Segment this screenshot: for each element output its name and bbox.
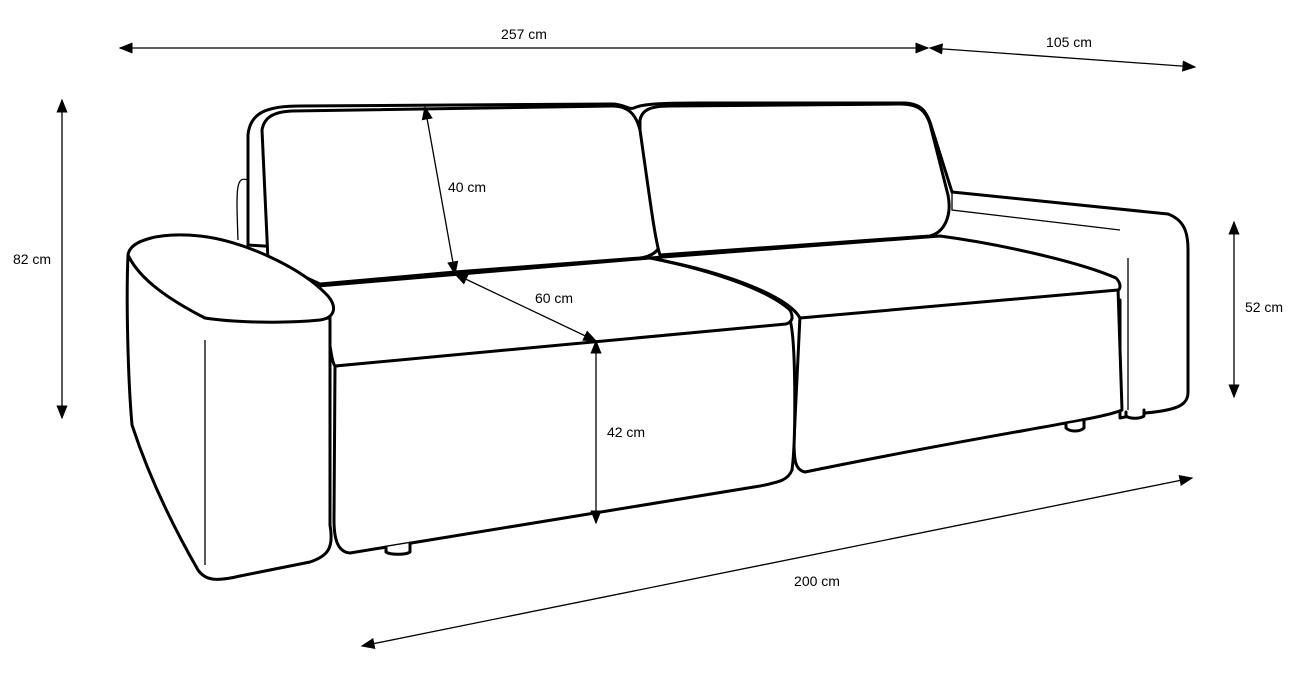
dim-line-seat-depth xyxy=(453,273,598,342)
left-arm-top xyxy=(126,233,336,324)
label-seat-width: 200 cm xyxy=(794,573,840,589)
foot xyxy=(1064,419,1086,433)
dim-line-depth xyxy=(928,43,1197,72)
foot xyxy=(1124,408,1146,420)
label-armrest-height: 52 cm xyxy=(1244,299,1284,315)
seat-front-right xyxy=(792,286,1124,474)
dim-line-backrest xyxy=(421,105,459,276)
label-seat-height: 42 cm xyxy=(606,424,646,440)
back-cushion-right xyxy=(638,102,951,257)
dim-line-seat-width xyxy=(360,475,1194,649)
label-depth: 105 cm xyxy=(1046,34,1092,50)
back-cushion-left xyxy=(260,104,664,286)
label-total-height: 82 cm xyxy=(12,251,52,267)
label-seat-depth: 60 cm xyxy=(534,290,574,306)
label-total-width: 257 cm xyxy=(501,26,547,42)
label-backrest-height: 40 cm xyxy=(447,179,487,195)
